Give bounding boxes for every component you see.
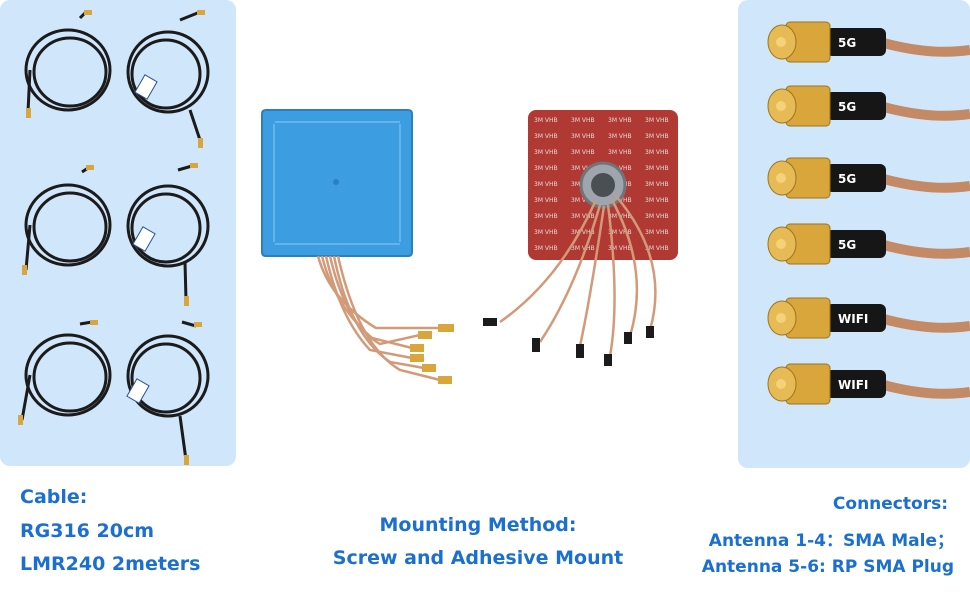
adhesive-back-cables [499, 195, 657, 357]
connector-sleeve-label: WIFI [838, 378, 868, 392]
adhesive-tape-text: 3M VHB [571, 213, 595, 220]
cable-heading: Cable: [20, 486, 88, 508]
mounting-heading: Mounting Method: [379, 514, 577, 536]
blue-antenna-connectors [410, 324, 454, 384]
connector-1: 5G [767, 21, 970, 63]
adhesive-tape-text: 3M VHB [534, 117, 558, 124]
coil-2-left [24, 166, 112, 271]
adhesive-tape-text: 3M VHB [534, 213, 558, 220]
coiled-cables [20, 10, 210, 461]
connectors-heading: Connectors: [832, 494, 948, 514]
adhesive-tape-text: 3M VHB [534, 165, 558, 172]
cable-photo-panel [0, 0, 236, 466]
connector-2: 5G [767, 85, 970, 127]
adhesive-back-connectors [483, 318, 654, 366]
blue-antenna-cables [316, 255, 441, 382]
coil-3-right [126, 320, 210, 461]
connector-sleeve-label: 5G [838, 100, 856, 114]
adhesive-tape-text: 3M VHB [534, 181, 558, 188]
connector-4: 5G [767, 223, 970, 265]
connectors-antenna-1-4: Antenna 1-4：SMA Male； [708, 531, 954, 551]
adhesive-tape-text: 3M VHB [645, 213, 669, 220]
coil-2-right [126, 164, 210, 301]
adhesive-tape-text: 3M VHB [571, 197, 595, 204]
connector-sleeve-label: 5G [838, 238, 856, 252]
adhesive-tape-text: 3M VHB [608, 245, 632, 252]
mounting-description: Screw and Adhesive Mount [332, 547, 624, 569]
adhesive-tape-text: 3M VHB [571, 245, 595, 252]
coil-3-left [20, 320, 112, 421]
adhesive-tape-text: 3M VHB [645, 149, 669, 156]
cable-spec-lmr240: LMR240 2meters [20, 553, 201, 575]
adhesive-tape-text: 3M VHB [571, 149, 595, 156]
adhesive-tape-text: 3M VHB [534, 197, 558, 204]
cable-labels [126, 74, 158, 404]
connector-3: 5G [767, 157, 970, 199]
adhesive-tape-text: 3M VHB [645, 245, 669, 252]
connector-sleeve-label: WIFI [838, 312, 868, 326]
adhesive-tape-text: 3M VHB [608, 149, 632, 156]
coil-1-right [126, 10, 210, 141]
connector-sleeve-label: 5G [838, 172, 856, 186]
adhesive-tape-text: 3M VHB [608, 165, 632, 172]
adhesive-tape-text: 3M VHB [608, 229, 632, 236]
adhesive-tape-text: 3M VHB [534, 245, 558, 252]
connectors-antenna-5-6: Antenna 5-6: RP SMA Plug [701, 557, 954, 577]
adhesive-tape-text: 3M VHB [645, 133, 669, 140]
cable-end-connectors [18, 10, 205, 465]
adhesive-tape-text: 3M VHB [571, 229, 595, 236]
adhesive-tape-text: 3M VHB [608, 133, 632, 140]
adhesive-tape-text: 3M VHB [645, 181, 669, 188]
connector-sleeve-label: 5G [838, 36, 856, 50]
adhesive-tape-text: 3M VHB [645, 229, 669, 236]
adhesive-tape-text: 3M VHB [534, 133, 558, 140]
adhesive-tape-text: 3M VHB [534, 149, 558, 156]
connector-5: WIFI [767, 297, 970, 339]
adhesive-tape-text: 3M VHB [608, 117, 632, 124]
adhesive-tape-text: 3M VHB [534, 229, 558, 236]
blue-antenna-front [261, 109, 413, 257]
antenna-adhesive-back: 3M VHB 3M VHB 3M VHB 3M VHB 3M VHB 3M VHB 3M V… [528, 110, 678, 260]
coil-1-left [24, 10, 112, 113]
adhesive-tape-text: 3M VHB [571, 133, 595, 140]
adhesive-tape-text: 3M VHB [571, 117, 595, 124]
adhesive-tape-text: 3M VHB [645, 197, 669, 204]
adhesive-tape-text: 3M VHB [645, 165, 669, 172]
adhesive-tape-text: 3M VHB [571, 165, 595, 172]
adhesive-tape-text: 3M VHB [645, 117, 669, 124]
connector-closeups: 5G 5G 5G 5G WIFI WIFI [767, 21, 970, 405]
cable-spec-rg316: RG316 20cm [20, 520, 155, 542]
connector-6: WIFI [767, 363, 970, 405]
